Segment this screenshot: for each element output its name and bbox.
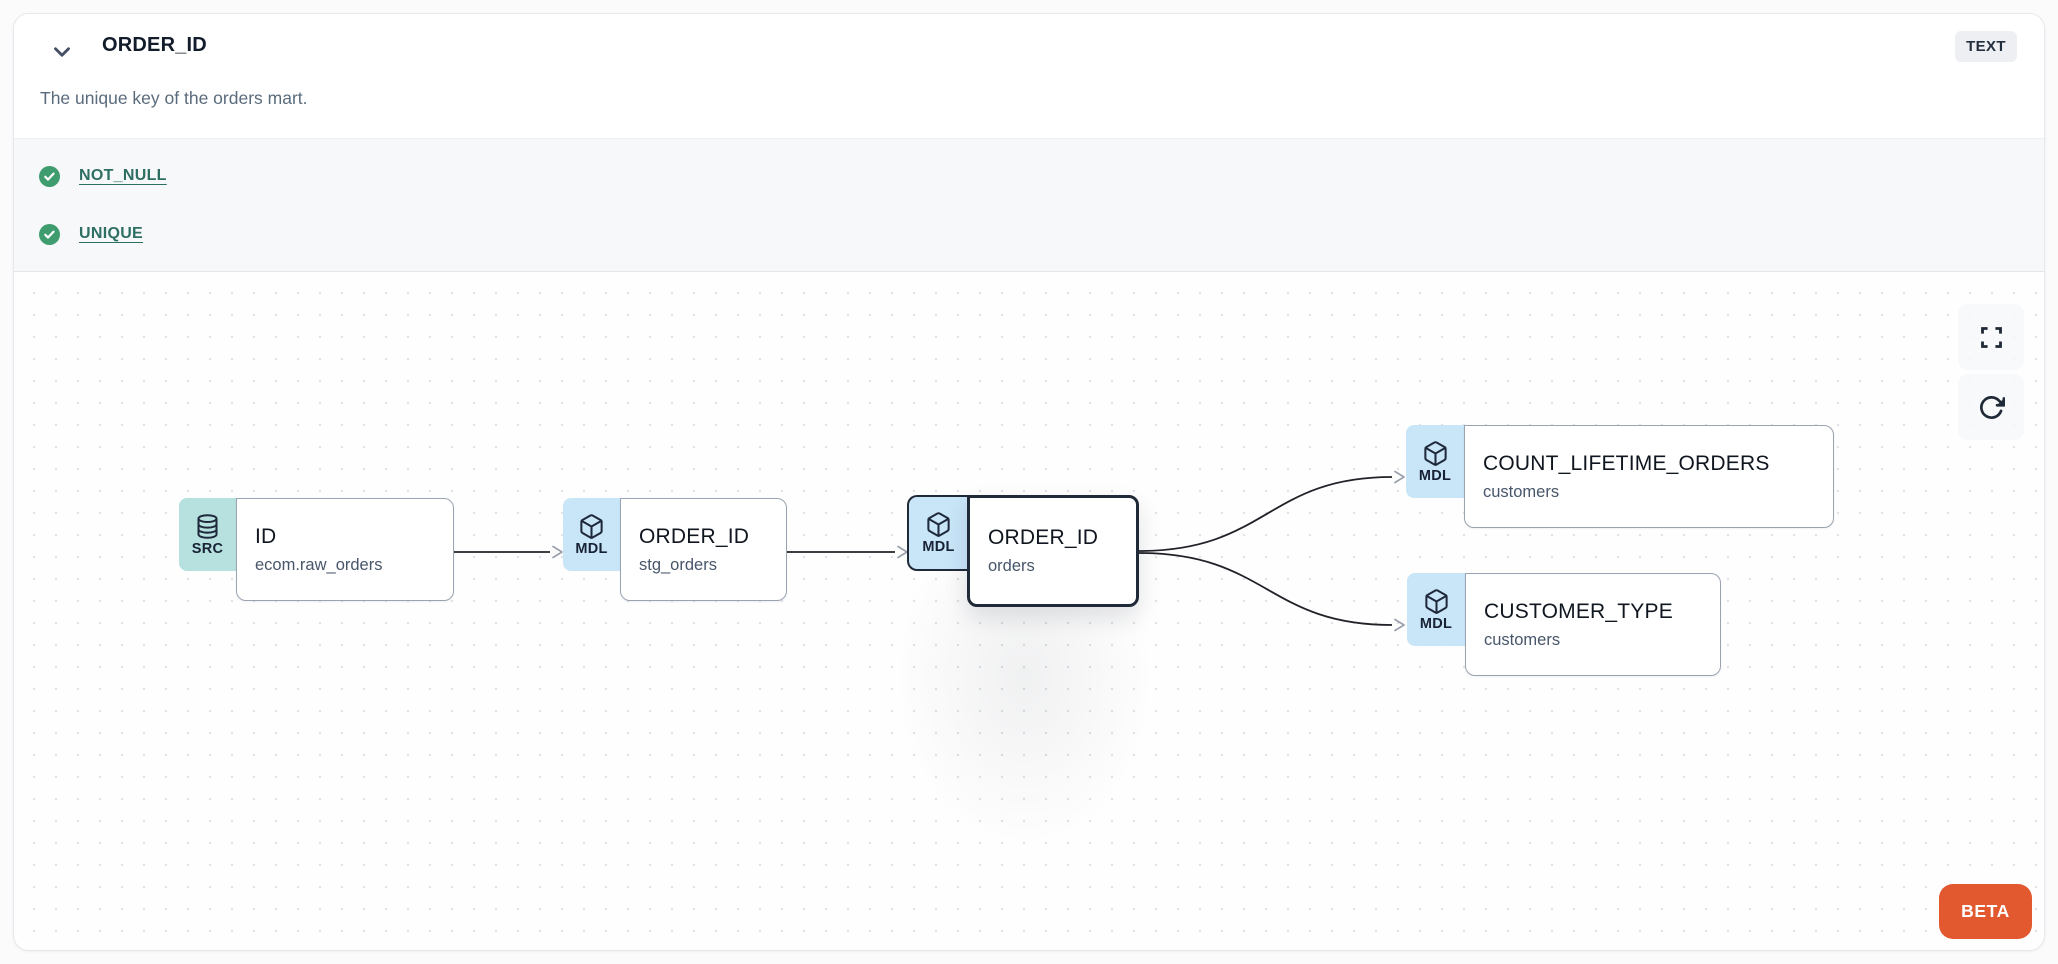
node-title: ORDER_ID bbox=[639, 524, 750, 548]
type-badge: TEXT bbox=[1955, 31, 2017, 62]
node-badge-label: MDL bbox=[1419, 615, 1453, 632]
database-icon bbox=[197, 513, 218, 539]
node-subtitle: orders bbox=[988, 557, 1035, 575]
node-badge-label: MDL bbox=[575, 540, 608, 557]
node-badge-mdl: MDL bbox=[1407, 573, 1465, 646]
column-description: The unique key of the orders mart. bbox=[40, 88, 308, 108]
header: ORDER_ID TEXT The unique key of the orde… bbox=[14, 14, 2044, 138]
edge-orders-to-ctype bbox=[1138, 552, 1393, 626]
lineage-canvas[interactable]: SRC ID ecom.raw_orders MDL ORDER_ID stg_… bbox=[14, 272, 2044, 950]
node-subtitle: stg_orders bbox=[639, 555, 717, 574]
node-badge-label: MDL bbox=[922, 539, 955, 555]
node-count-lifetime-orders[interactable]: COUNT_LIFETIME_ORDERS customers bbox=[1464, 425, 1834, 528]
test-link-not-null[interactable]: NOT_NULL bbox=[79, 167, 167, 184]
page-title: ORDER_ID bbox=[102, 34, 207, 56]
refresh-button[interactable] bbox=[1958, 374, 2024, 440]
node-badge-label: MDL bbox=[1418, 467, 1452, 484]
node-title: ORDER_ID bbox=[988, 526, 1099, 549]
check-circle-icon bbox=[39, 223, 60, 245]
node-subtitle: customers bbox=[1483, 482, 1560, 501]
check-circle-icon bbox=[39, 165, 60, 187]
node-title: CUSTOMER_TYPE bbox=[1484, 599, 1673, 623]
node-badge-mdl: MDL bbox=[907, 495, 968, 571]
column-detail-panel: ORDER_ID TEXT The unique key of the orde… bbox=[13, 13, 2045, 951]
node-order-id-orders-selected[interactable]: ORDER_ID orders bbox=[967, 495, 1139, 607]
node-title: COUNT_LIFETIME_ORDERS bbox=[1483, 451, 1770, 475]
cube-icon bbox=[580, 513, 603, 539]
test-row: UNIQUE bbox=[39, 223, 2044, 245]
node-title: ID bbox=[255, 524, 277, 548]
node-customer-type[interactable]: CUSTOMER_TYPE customers bbox=[1465, 573, 1721, 676]
beta-badge: BETA bbox=[1939, 884, 2032, 939]
chevron-down-icon bbox=[54, 47, 70, 57]
node-order-id-stg-orders[interactable]: ORDER_ID stg_orders bbox=[620, 498, 787, 601]
tests-section: NOT_NULL UNIQUE bbox=[14, 138, 2044, 272]
test-link-unique[interactable]: UNIQUE bbox=[79, 225, 144, 242]
test-row: NOT_NULL bbox=[39, 165, 2044, 187]
node-id-raw-orders[interactable]: ID ecom.raw_orders bbox=[236, 498, 454, 601]
fullscreen-button[interactable] bbox=[1958, 304, 2024, 370]
node-badge-src: SRC bbox=[179, 498, 236, 571]
fullscreen-icon bbox=[1980, 326, 2002, 348]
node-badge-label: SRC bbox=[191, 540, 224, 557]
node-badge-mdl: MDL bbox=[563, 498, 620, 571]
refresh-icon bbox=[1979, 395, 2005, 419]
node-subtitle: ecom.raw_orders bbox=[255, 555, 383, 574]
node-subtitle: customers bbox=[1484, 630, 1561, 649]
collapse-button[interactable] bbox=[46, 36, 78, 68]
lineage-edges bbox=[454, 470, 1405, 632]
cube-icon bbox=[1424, 588, 1448, 614]
cube-icon bbox=[1423, 440, 1447, 466]
node-badge-mdl: MDL bbox=[1406, 425, 1464, 498]
cube-icon bbox=[927, 512, 950, 537]
edge-orders-to-count bbox=[1138, 476, 1393, 552]
